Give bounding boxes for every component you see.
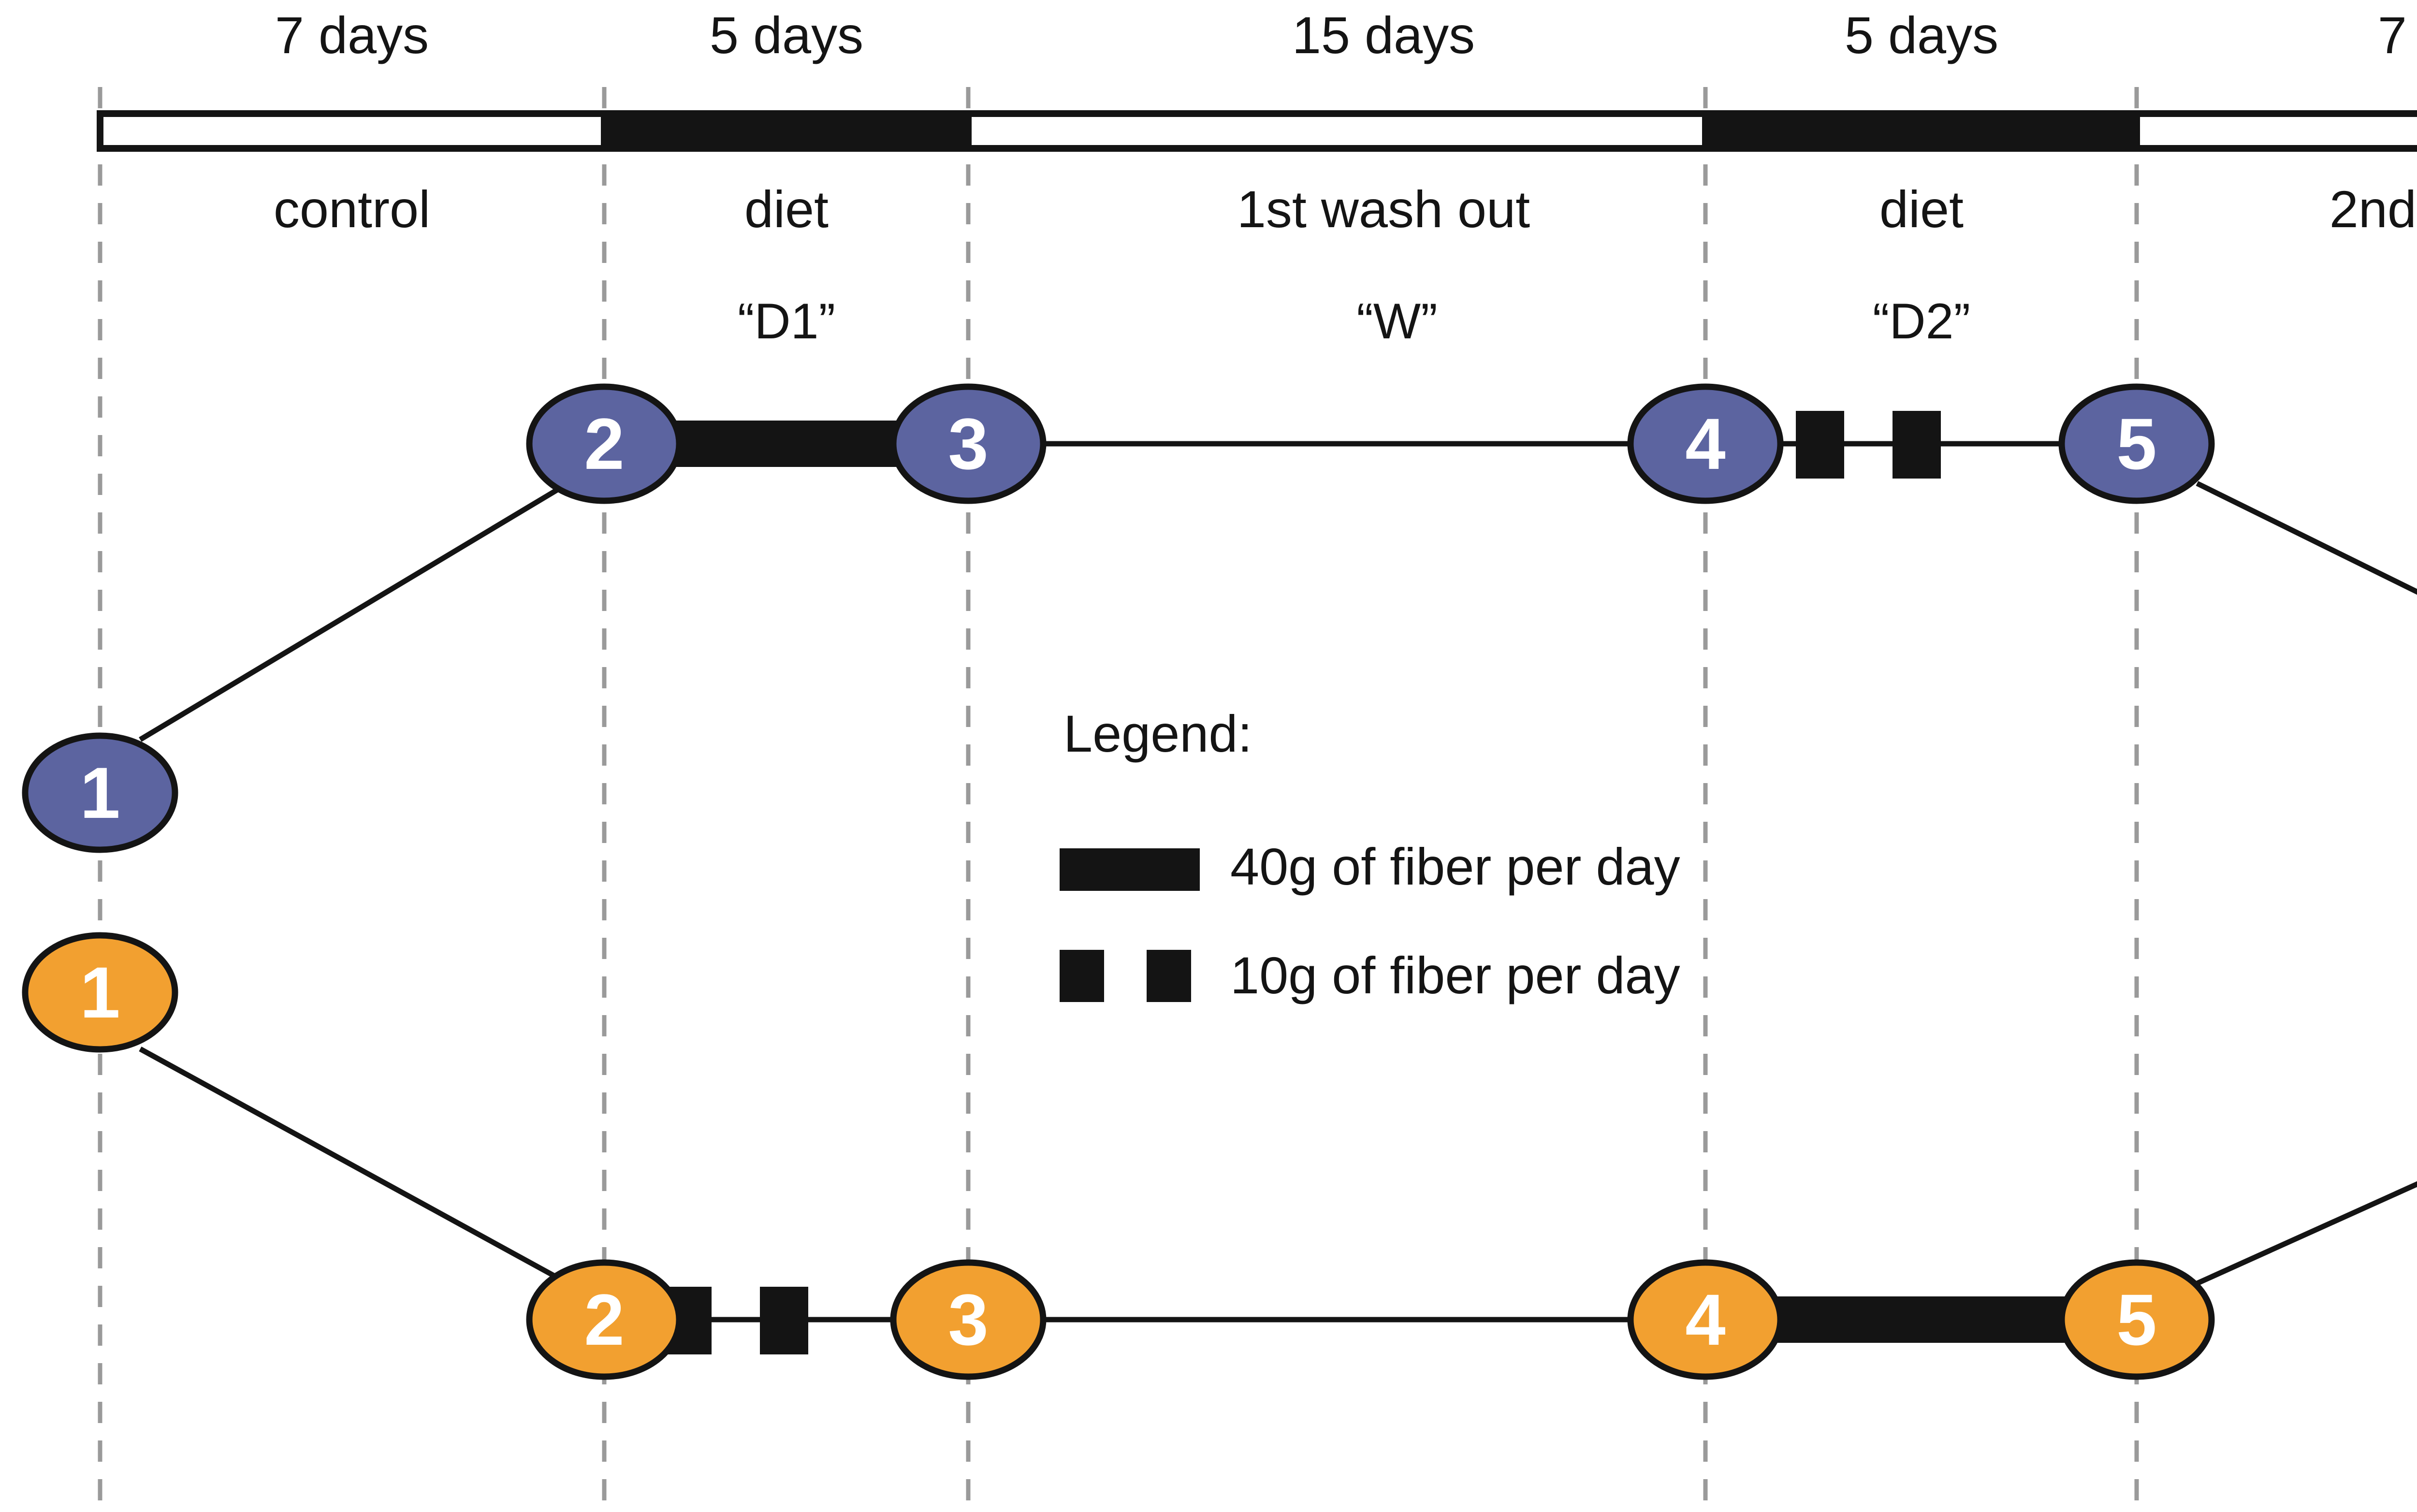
- node-arm-a-5[interactable]: 5: [2058, 383, 2215, 504]
- timeline-segment-diet-1: [601, 110, 972, 152]
- duration-label-3: 15 days: [1292, 6, 1475, 64]
- timeline-segment-diet-2: [1702, 110, 2140, 152]
- node-arm-b-5-label: 5: [2116, 1279, 2156, 1360]
- legend-item-40g: 40g of fiber per day: [1060, 837, 1680, 896]
- legend-title: Legend:: [1063, 704, 1252, 763]
- node-circle: [890, 1259, 1047, 1380]
- duration-labels: 7 days 5 days 15 days 5 days 7 days: [275, 6, 2417, 64]
- node-arm-a-4[interactable]: 4: [1627, 383, 1784, 504]
- link-label-d2: “D2”: [1873, 293, 1970, 349]
- legend-label-10g: 10g of fiber per day: [1230, 946, 1680, 1004]
- duration-label-2: 5 days: [710, 6, 863, 64]
- legend-swatch-dashed-block-1-icon: [1060, 950, 1104, 1002]
- timeline-segment-control: [97, 110, 608, 152]
- node-arm-b-1[interactable]: 1: [22, 932, 178, 1053]
- phase-label-washout-1: 1st wash out: [1237, 180, 1530, 238]
- phase-label-control: control: [274, 180, 430, 238]
- legend: Legend: 40g of fiber per day 10g of fibe…: [1060, 704, 1680, 1004]
- legend-swatch-solid-icon: [1060, 848, 1200, 891]
- arm-a-edge-1-2: [139, 481, 569, 742]
- duration-label-4: 5 days: [1845, 6, 1998, 64]
- legend-item-10g: 10g of fiber per day: [1060, 946, 1680, 1004]
- link-label-w: “W”: [1356, 293, 1437, 349]
- timeline-segment-washout-2: [2133, 110, 2417, 152]
- timeline-segment-washout-1: [965, 110, 1709, 152]
- arm-b-edge-5-6: [2196, 1181, 2417, 1286]
- timeline-bar: [97, 110, 2417, 152]
- phase-label-diet-2: diet: [1879, 180, 1964, 238]
- node-arm-b-4-label: 4: [1685, 1279, 1725, 1360]
- legend-label-40g: 40g of fiber per day: [1230, 837, 1680, 896]
- link-label-d1: “D1”: [738, 293, 835, 349]
- arm-b-edge-2-3-10g-block-2: [760, 1287, 808, 1354]
- duration-label-5: 7 days: [2378, 6, 2417, 64]
- arm-a-nodes: 1 2 3 4 5 6: [22, 383, 2215, 853]
- arm-b-nodes: 1 2 3 4 5 6: [22, 932, 2215, 1380]
- node-circle: [890, 383, 1047, 504]
- node-arm-a-3-label: 3: [948, 403, 988, 484]
- node-circle: [526, 383, 683, 504]
- arm-a-edge-4-5-10g-block-1: [1796, 411, 1844, 479]
- node-arm-a-4-label: 4: [1685, 403, 1725, 484]
- arm-a-edge-5-6: [2196, 481, 2417, 595]
- node-arm-a-5-label: 5: [2116, 403, 2156, 484]
- node-arm-a-1[interactable]: 1: [22, 732, 178, 853]
- arm-a-edge-2-3-40g: [653, 421, 923, 467]
- node-circle: [2058, 383, 2215, 504]
- node-circle: [1627, 1259, 1784, 1380]
- arm-a-edge-4-5-10g-block-2: [1893, 411, 1941, 479]
- node-arm-a-2-label: 2: [584, 403, 624, 484]
- legend-swatch-dashed-block-2-icon: [1147, 950, 1191, 1002]
- node-circle: [526, 1259, 683, 1380]
- node-arm-b-2[interactable]: 2: [526, 1259, 683, 1380]
- node-arm-a-2[interactable]: 2: [526, 383, 683, 504]
- node-arm-b-3[interactable]: 3: [890, 1259, 1047, 1380]
- node-circle: [22, 732, 178, 853]
- node-arm-b-1-label: 1: [80, 952, 120, 1033]
- node-circle: [2058, 1259, 2215, 1380]
- duration-label-1: 7 days: [275, 6, 429, 64]
- node-arm-b-4[interactable]: 4: [1627, 1259, 1784, 1380]
- arm-b-edge-1-2: [139, 1047, 569, 1286]
- node-arm-b-5[interactable]: 5: [2058, 1259, 2215, 1380]
- phase-label-diet-1: diet: [744, 180, 829, 238]
- phase-label-washout-2: 2nd wash out: [2330, 180, 2417, 238]
- arm-a-connectors: [139, 411, 2417, 742]
- node-circle: [22, 932, 178, 1053]
- node-arm-b-2-label: 2: [584, 1279, 624, 1360]
- node-arm-a-3[interactable]: 3: [890, 383, 1047, 504]
- node-arm-a-1-label: 1: [80, 752, 120, 833]
- intervention-labels: “D1” “W” “D2”: [738, 293, 1970, 349]
- phase-labels: control diet 1st wash out diet 2nd wash …: [274, 180, 2417, 238]
- node-circle: [1627, 383, 1784, 504]
- node-arm-b-3-label: 3: [948, 1279, 988, 1360]
